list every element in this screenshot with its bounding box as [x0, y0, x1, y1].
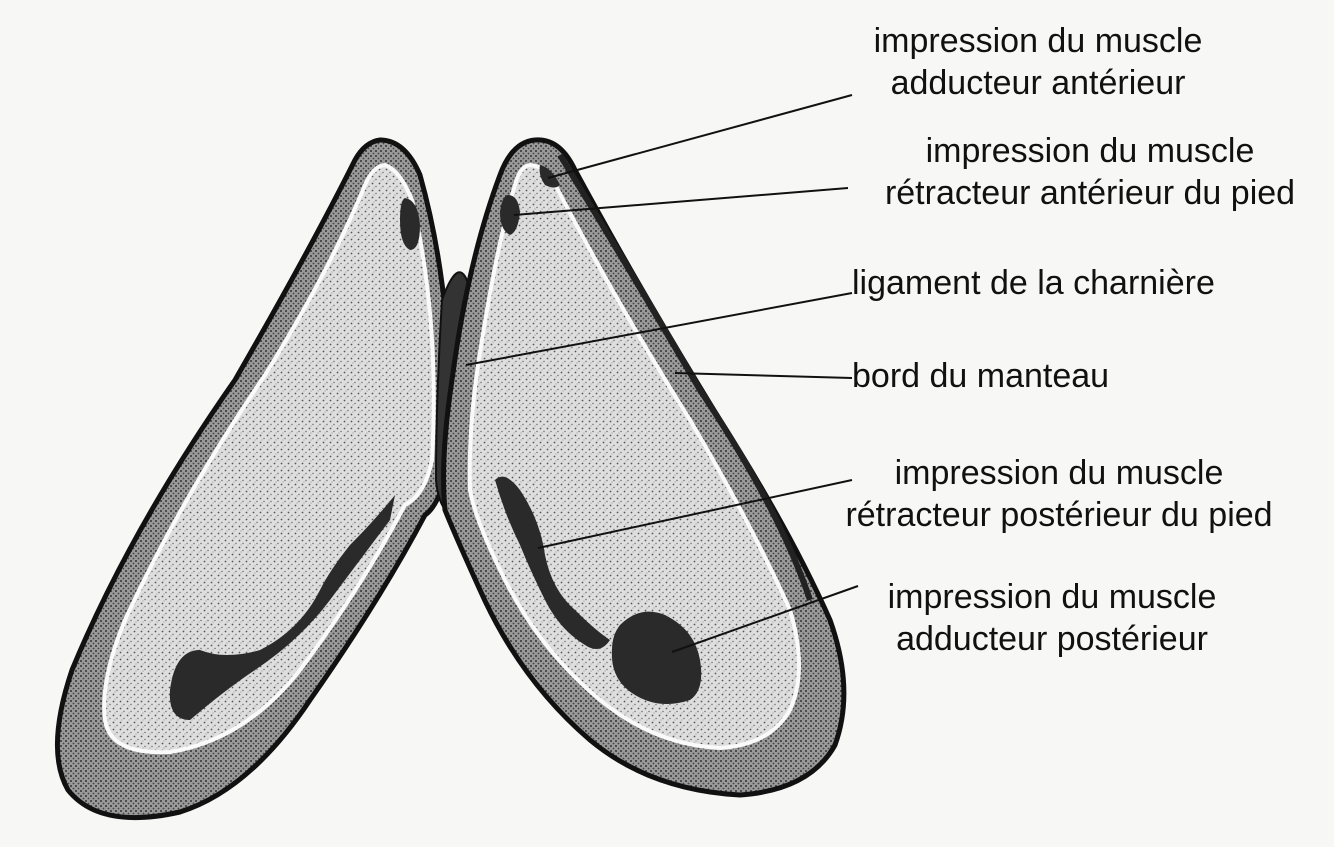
label-adducteur-anterieur-line2: adducteur antérieur: [838, 62, 1238, 104]
label-adducteur-anterieur: impression du muscle adducteur antérieur: [838, 20, 1238, 104]
label-ligament-line1: ligament de la charnière: [852, 262, 1284, 304]
label-retracteur-posterieur: impression du muscle rétracteur postérie…: [824, 452, 1294, 536]
label-retracteur-anterieur-line2: rétracteur antérieur du pied: [846, 172, 1334, 214]
label-adducteur-anterieur-line1: impression du muscle: [838, 20, 1238, 62]
label-ligament: ligament de la charnière: [852, 262, 1284, 304]
label-retracteur-anterieur-line1: impression du muscle: [846, 130, 1334, 172]
left-valve-inner-surface: [104, 165, 434, 752]
label-adducteur-posterieur: impression du muscle adducteur postérieu…: [852, 576, 1252, 660]
label-bord-manteau: bord du manteau: [852, 355, 1172, 397]
label-bord-manteau-line1: bord du manteau: [852, 355, 1172, 397]
label-adducteur-posterieur-line2: adducteur postérieur: [852, 618, 1252, 660]
leader-bord-manteau: [675, 373, 852, 378]
label-retracteur-posterieur-line2: rétracteur postérieur du pied: [824, 494, 1294, 536]
label-retracteur-posterieur-line1: impression du muscle: [824, 452, 1294, 494]
leader-adducteur-anterieur: [548, 95, 852, 178]
left-valve: [57, 140, 450, 818]
label-adducteur-posterieur-line1: impression du muscle: [852, 576, 1252, 618]
label-retracteur-anterieur: impression du muscle rétracteur antérieu…: [846, 130, 1334, 214]
right-valve: [444, 140, 844, 795]
